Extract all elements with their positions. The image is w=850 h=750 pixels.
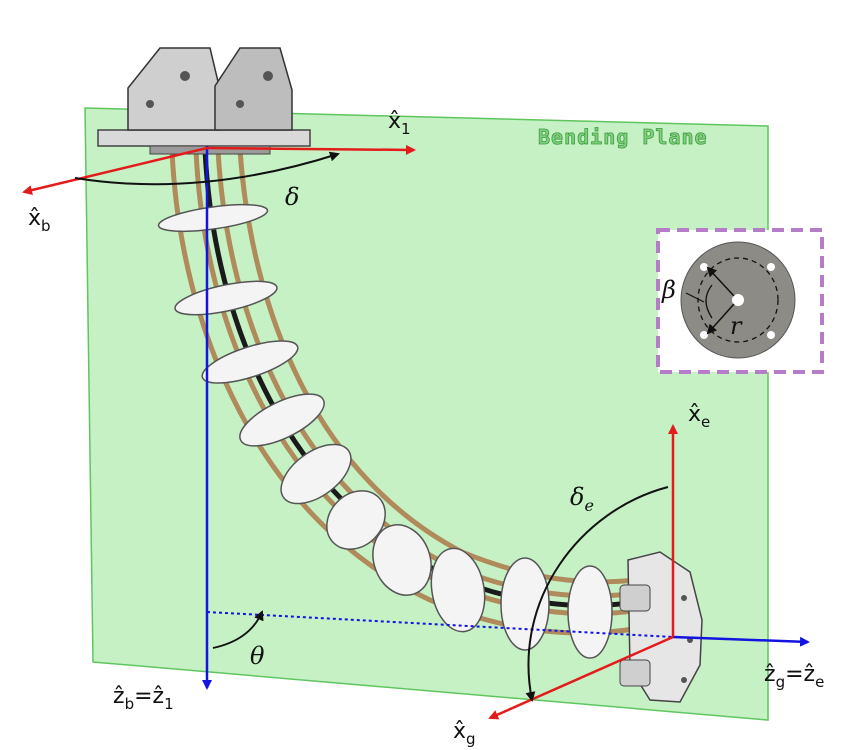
- xb-label: x̂b: [28, 206, 51, 235]
- z-axis-end: [672, 635, 810, 647]
- delta-arc: [74, 151, 340, 186]
- xe-label: x̂e: [688, 402, 710, 431]
- xb-axis: [22, 146, 208, 195]
- beta-label: β: [661, 276, 676, 304]
- delta-label: δ: [285, 183, 299, 211]
- zg-ze-label: ẑg=ẑe: [764, 662, 824, 691]
- theta-label: θ: [250, 642, 265, 670]
- x1-axis: [206, 144, 416, 155]
- x1-label: x̂1: [388, 109, 411, 138]
- base-mount: [97, 47, 311, 155]
- cross-section-inset: [656, 228, 824, 374]
- xg-axis: [488, 635, 674, 720]
- delta-e-arc: [525, 486, 669, 702]
- theta-arc: [212, 610, 264, 649]
- bending-plane-label: Bending Plane: [538, 125, 708, 149]
- r-label: r: [730, 312, 743, 340]
- delta-e-label: δe: [570, 483, 594, 515]
- end-effector: [619, 551, 703, 703]
- zb-z1-label: ẑb=ẑ1: [113, 684, 174, 713]
- xg-label: x̂g: [453, 719, 476, 748]
- spacer-disks: [157, 203, 613, 659]
